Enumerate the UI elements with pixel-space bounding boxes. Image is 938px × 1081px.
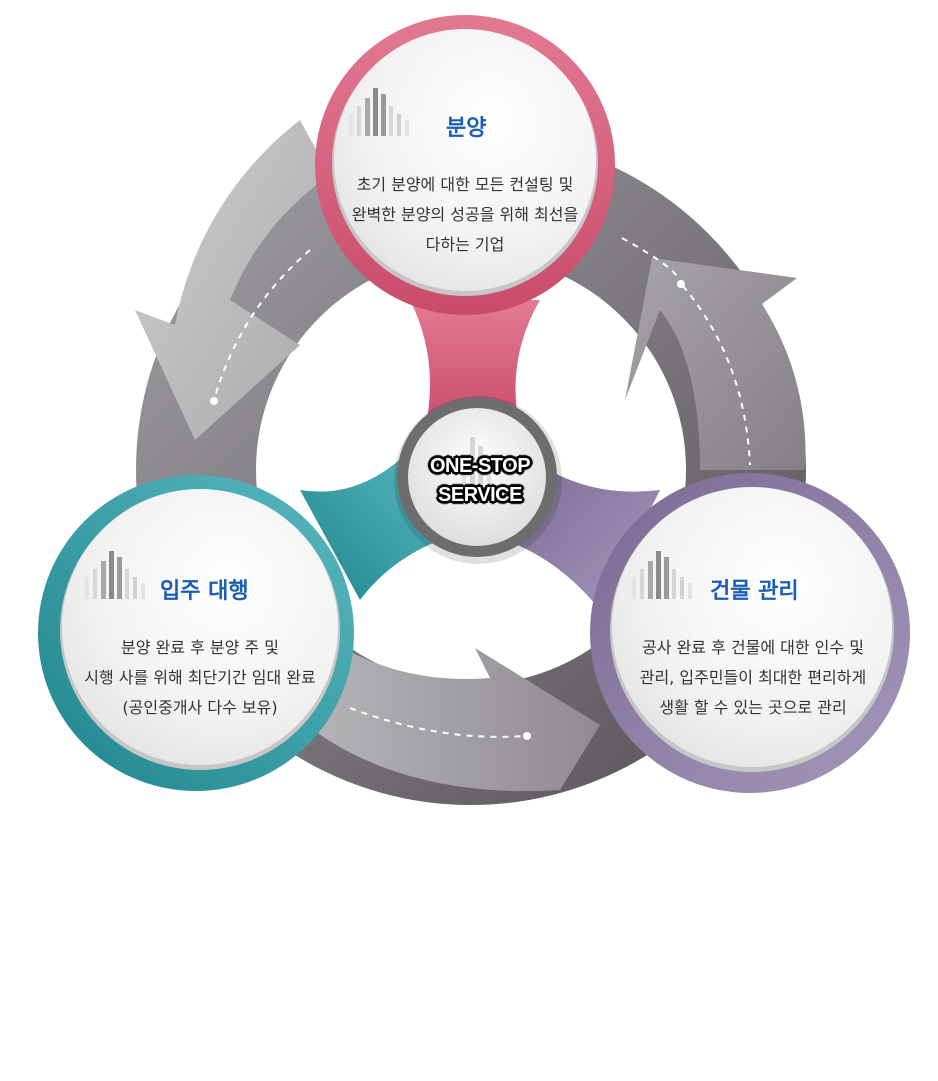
node-building-management: [590, 473, 910, 793]
description-line: 생활 할 수 있는 곳으로 관리: [659, 698, 847, 717]
node-building-title: 건물 관리: [710, 579, 799, 604]
description-line: 시행 사를 위해 최단기간 임대 완료: [84, 668, 316, 687]
hub-label-line1: ONE-STOP: [429, 455, 531, 477]
arrow-building-to-sales: [621, 237, 806, 470]
hub-label: ONE-STOP SERVICE: [400, 452, 560, 510]
description-line: 공사 완료 후 건물에 대한 인수 및: [642, 638, 864, 657]
node-move-in-title: 입주 대행: [160, 579, 249, 604]
bars-icon-move-in: [85, 551, 145, 599]
node-building-description: 공사 완료 후 건물에 대한 인수 및 관리, 입주민들이 최대한 편리하게 생…: [603, 633, 903, 723]
connector-sales: [410, 300, 540, 430]
hub-label-line2: SERVICE: [438, 484, 522, 506]
bars-icon-sales: [349, 88, 409, 136]
description-line: (공인중개사 다수 보유): [122, 698, 278, 717]
arrow-move-in-to-building: [300, 640, 600, 855]
hub-bars-icon: [462, 437, 491, 497]
description-line: 분양 완료 후 분양 주 및: [121, 638, 279, 657]
node-sales: [315, 15, 615, 315]
node-move-in-description: 분양 완료 후 분양 주 및 시행 사를 위해 최단기간 임대 완료 (공인중개…: [50, 633, 350, 723]
description-line: 초기 분양에 대한 모든 컨설팅 및: [356, 175, 574, 194]
description-line: 관리, 입주민들이 최대한 편리하게: [639, 668, 867, 687]
hub: [394, 396, 562, 564]
bars-icon-building: [632, 551, 692, 599]
node-move-in-agency: [38, 475, 354, 791]
arrow-sales-to-move-in: [135, 120, 330, 440]
node-sales-description: 초기 분양에 대한 모든 컨설팅 및 완벽한 분양의 성공을 위해 최선을 다하…: [315, 170, 615, 260]
node-sales-title: 분양: [446, 116, 487, 141]
description-line: 다하는 기업: [425, 235, 505, 254]
description-line: 완벽한 분양의 성공을 위해 최선을: [351, 205, 579, 224]
